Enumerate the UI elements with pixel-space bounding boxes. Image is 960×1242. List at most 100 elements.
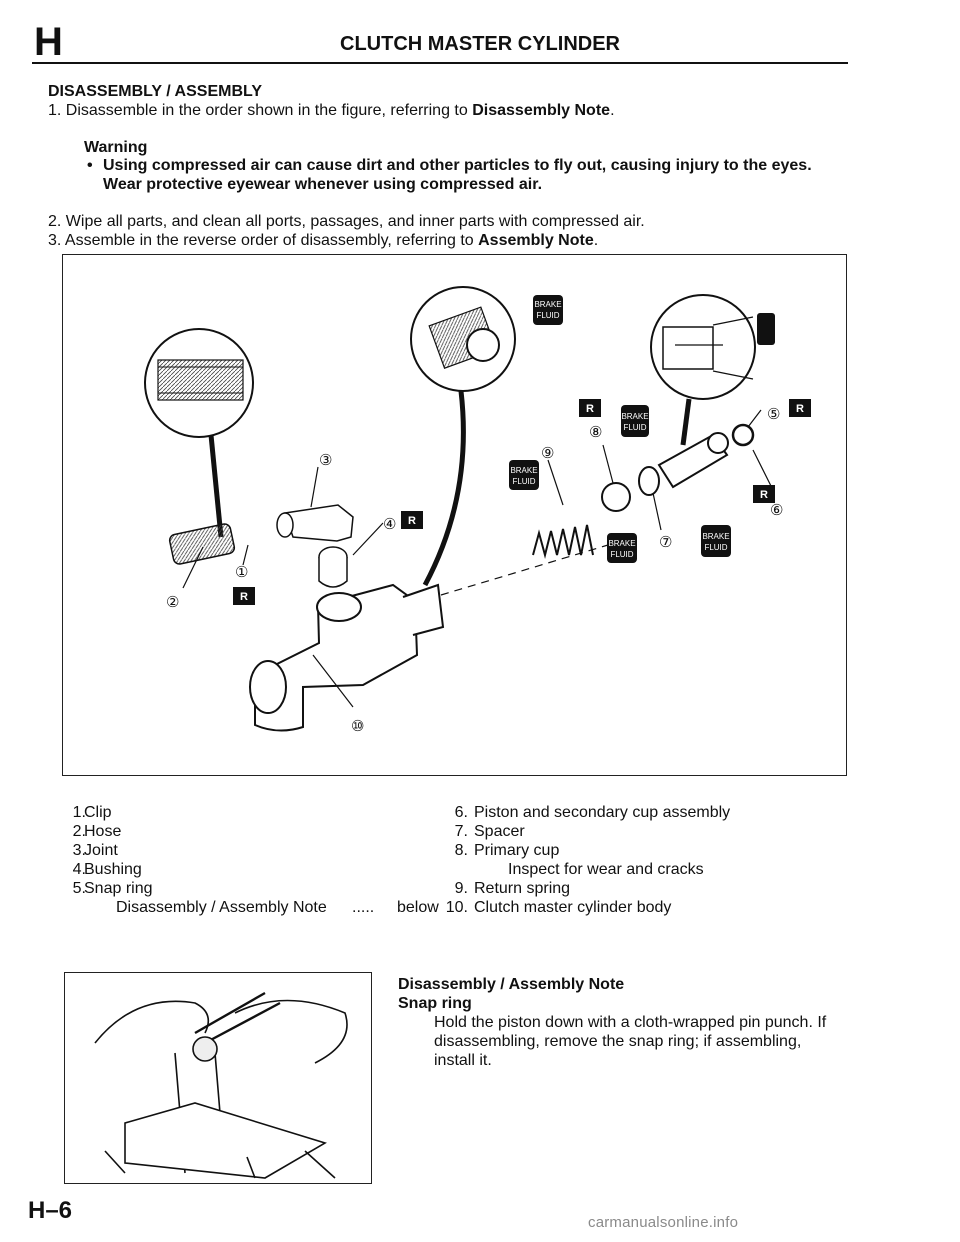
parts-list-item: 4.Bushing (50, 861, 470, 880)
warning-title: Warning (84, 139, 148, 156)
section-heading: DISASSEMBLY / ASSEMBLY (48, 83, 262, 100)
step-2: 2. Wipe all parts, and clean all ports, … (48, 213, 645, 230)
snap-ring-detail (192, 1036, 218, 1062)
parts-list-item: 1.Clip (50, 804, 470, 823)
part-name: Snap ring (84, 880, 153, 897)
part-name: Joint (84, 842, 118, 859)
exploded-view-figure: ① ② ③ ④ ⑤ ⑥ ⑦ ⑧ ⑨ ⑩ R R R R R BRAKE FLUID… (62, 254, 847, 776)
exploded-view-drawing: ① ② ③ ④ ⑤ ⑥ ⑦ ⑧ ⑨ ⑩ R R R R R BRAKE FLUID… (144, 286, 811, 735)
hand-left (94, 1000, 210, 1044)
cylinder-body-part (249, 583, 445, 732)
note-heading: Disassembly / Assembly Note (398, 976, 625, 993)
replace-mark: R (579, 399, 601, 417)
snap-ring-part (731, 423, 755, 447)
note-subheading: Snap ring (398, 995, 472, 1012)
part-number: 9. (454, 880, 468, 897)
spacer-part (638, 466, 660, 496)
bushing-part (318, 546, 348, 588)
part-inspection-note: Inspect for wear and cracks (508, 861, 704, 878)
piston-part (657, 432, 729, 489)
part-number: 10. (445, 899, 468, 916)
callout-6: ⑥ (770, 502, 783, 519)
parts-list-item: 3.Joint (50, 842, 470, 861)
step-3-text: 3. Assemble in the reverse order of disa… (48, 232, 479, 249)
part-number: 1. (72, 804, 86, 821)
svg-text:BRAKE: BRAKE (702, 532, 729, 541)
leader-clip (208, 434, 224, 538)
parts-list-item: 10. Clutch master cylinder body (440, 899, 860, 918)
detail-circle-bushing (410, 286, 516, 392)
part-name: Bushing (84, 861, 142, 878)
assembly-axis (440, 544, 609, 596)
return-spring-part (532, 524, 594, 559)
callout-2: ② (166, 594, 179, 611)
replace-mark: R (401, 511, 423, 529)
parts-list-item: 8.Primary cup (440, 842, 860, 861)
part-number: 2. (72, 823, 86, 840)
step-3: 3. Assemble in the reverse order of disa… (48, 231, 598, 250)
note-location: below (397, 899, 439, 916)
parts-list-item: 5.Snap ring (50, 880, 470, 899)
parts-list-subnote: Inspect for wear and cracks (440, 861, 860, 880)
part-number: 5. (72, 880, 86, 897)
callout-leaders (182, 409, 774, 708)
parts-list-right: 6. Piston and secondary cup assembly 7.Sp… (440, 804, 860, 918)
callout-1: ① (235, 564, 248, 581)
hand-right (234, 999, 348, 1064)
parts-list-item: 7.Spacer (440, 823, 860, 842)
part-name: Clutch master cylinder body (474, 899, 672, 916)
page-number: H–6 (28, 1197, 73, 1224)
leader-bushing (422, 390, 466, 587)
brake-fluid-icon: BRAKE FLUID (533, 295, 563, 325)
watermark: carmanualsonline.info (588, 1214, 739, 1231)
snap-ring-figure (64, 972, 372, 1184)
detail-circle-clip (144, 328, 254, 438)
svg-text:BRAKE: BRAKE (608, 539, 635, 548)
callout-10: ⑩ (351, 718, 364, 735)
part-number: 7. (454, 823, 468, 840)
section-letter: H (34, 20, 63, 64)
svg-text:FLUID: FLUID (536, 311, 559, 320)
step-1-text: 1. Disassemble in the order shown in the… (48, 102, 473, 119)
replace-mark: R (753, 485, 775, 503)
svg-text:R: R (586, 403, 594, 415)
replace-mark: R (789, 399, 811, 417)
note-dots: ..... (352, 899, 375, 916)
part-number: 8. (454, 842, 468, 859)
parts-list-note: Disassembly / Assembly Note ..... below (50, 899, 470, 918)
brake-fluid-icon (757, 313, 775, 345)
detail-circle-snap-ring (650, 294, 756, 400)
header-rule (32, 62, 848, 64)
step-1-ref: Disassembly Note (472, 102, 611, 119)
callout-4: ④ (383, 516, 396, 533)
step-3-ref: Assembly Note (478, 232, 594, 249)
svg-text:R: R (408, 515, 416, 527)
note-line-1: Hold the piston down with a cloth-wrappe… (434, 1014, 827, 1031)
warning-line-1: Using compressed air can cause dirt and … (87, 156, 812, 175)
pliers (194, 991, 281, 1045)
warning-line-2: Wear protective eyewear whenever using c… (103, 176, 543, 193)
svg-text:FLUID: FLUID (704, 543, 727, 552)
callout-labels: ① ② ③ ④ ⑤ ⑥ ⑦ ⑧ ⑨ ⑩ (166, 406, 783, 735)
note-reference: Disassembly / Assembly Note (116, 899, 327, 916)
step-3-suffix: . (593, 232, 599, 249)
part-name: Piston and secondary cup assembly (474, 804, 731, 821)
part-number: 6. (454, 804, 468, 821)
note-line-3: install it. (434, 1052, 492, 1069)
step-1-suffix: . (610, 102, 615, 119)
svg-text:BRAKE: BRAKE (534, 300, 561, 309)
callout-3: ③ (319, 452, 332, 469)
primary-cup-part (601, 482, 631, 512)
hose-part (168, 523, 236, 565)
parts-list-left: 1.Clip 2.Hose 3.Joint 4.Bushing 5.Snap r… (50, 804, 470, 918)
part-name: Clip (84, 804, 112, 821)
parts-list-item: 6. Piston and secondary cup assembly (440, 804, 860, 823)
svg-text:BRAKE: BRAKE (621, 412, 648, 421)
brake-fluid-icon: BRAKE FLUID (701, 525, 731, 557)
svg-text:BRAKE: BRAKE (510, 466, 537, 475)
replace-marks: R R R R R (233, 399, 811, 605)
